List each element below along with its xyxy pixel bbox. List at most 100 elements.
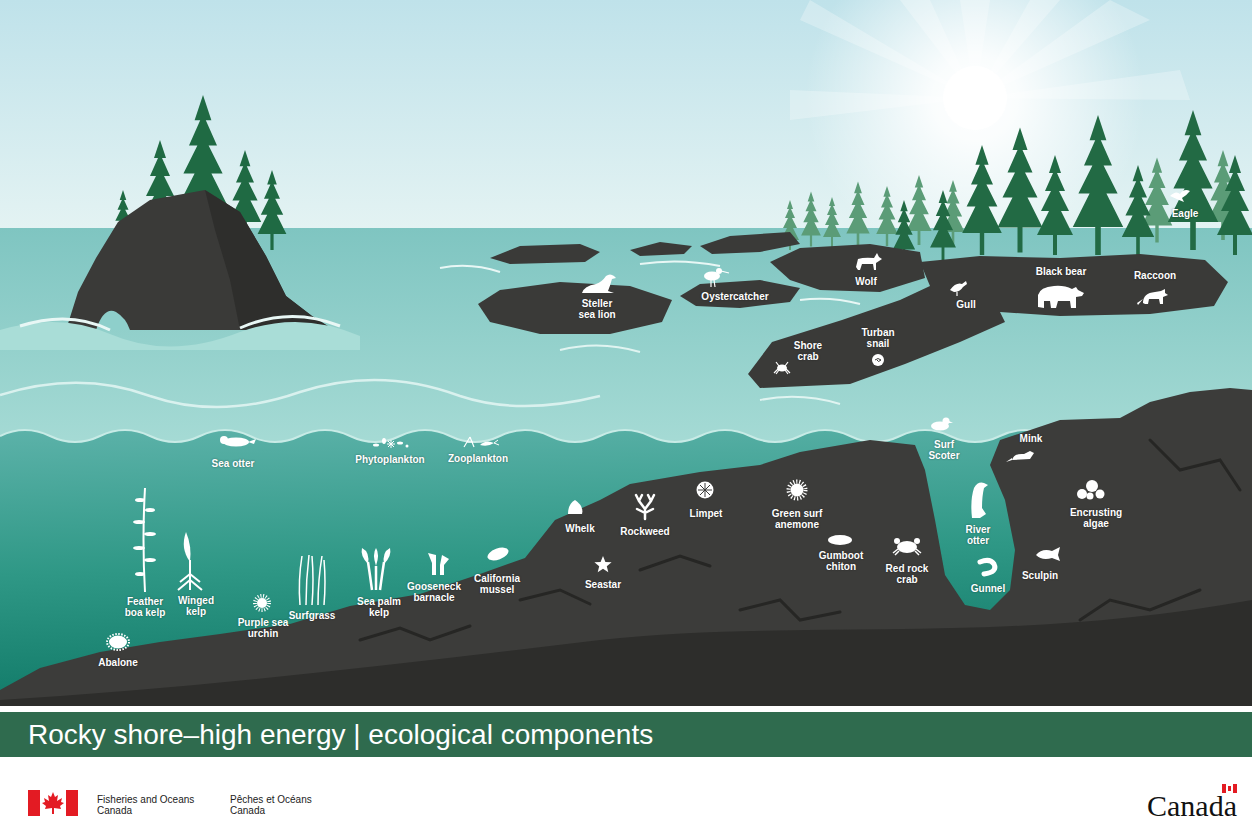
chiton-icon xyxy=(828,535,852,545)
plankton xyxy=(373,444,379,447)
crab-legs xyxy=(893,549,921,555)
species-label: Rockweed xyxy=(620,526,669,537)
snail-shell xyxy=(872,354,884,366)
species-label: Winged kelp xyxy=(173,595,219,617)
far-forest xyxy=(781,150,1239,250)
species-label: Encrusting algae xyxy=(1065,507,1127,529)
tree xyxy=(1122,165,1154,255)
whelk-icon xyxy=(568,500,582,514)
tree xyxy=(1168,110,1218,250)
tree xyxy=(962,145,1002,255)
flag-band xyxy=(28,790,40,816)
sea-stack-shade xyxy=(205,190,334,330)
kelp-blade xyxy=(144,558,156,562)
red-rock-crab-icon xyxy=(893,538,921,555)
plankton xyxy=(382,438,386,444)
mink-icon xyxy=(1006,451,1034,462)
feather-boa-kelp-icon xyxy=(133,488,156,592)
species-label: Eagle xyxy=(1172,208,1199,219)
plankton xyxy=(397,442,403,445)
species-label: California mussel xyxy=(469,573,525,595)
islet xyxy=(490,244,600,264)
gooseneck-barnacle-icon xyxy=(428,553,449,575)
sea-urchin-icon xyxy=(255,596,269,610)
species-label: Gooseneck barnacle xyxy=(403,581,465,603)
tree xyxy=(258,170,287,250)
otter-tail xyxy=(248,439,256,444)
tree xyxy=(876,186,898,246)
wave-line xyxy=(0,380,600,407)
limpet-shell xyxy=(697,482,714,499)
tree xyxy=(1037,155,1073,255)
divider xyxy=(0,706,1252,712)
sea-palm-kelp-icon xyxy=(362,548,391,590)
tree xyxy=(846,182,869,247)
bird-head xyxy=(943,418,950,425)
swell xyxy=(0,322,360,350)
islet xyxy=(700,232,800,254)
species-label: Mink xyxy=(1020,433,1043,444)
otter-head xyxy=(220,436,228,444)
urchin-spines xyxy=(255,596,269,610)
barnacle xyxy=(440,555,449,575)
flag-field xyxy=(28,790,78,816)
bird-legs xyxy=(711,271,729,287)
urchin-body xyxy=(257,598,267,608)
zooplankton xyxy=(480,441,494,445)
bird-legs xyxy=(956,292,957,296)
river-otter-icon xyxy=(971,483,988,518)
tree xyxy=(998,128,1043,253)
plankton xyxy=(406,445,409,448)
kelp-blade xyxy=(135,572,145,576)
shore-crab-icon xyxy=(774,362,790,374)
kelp-blade xyxy=(144,532,156,536)
tree xyxy=(930,190,956,262)
sculpin-icon xyxy=(1036,547,1060,561)
species-label: Abalone xyxy=(98,657,137,668)
crack xyxy=(1150,440,1240,490)
icons xyxy=(107,190,1190,650)
abalone-rim xyxy=(107,634,129,650)
species-label: Surfgrass xyxy=(289,610,336,621)
species-label: Shore crab xyxy=(790,340,826,362)
abalone-shell xyxy=(109,636,127,649)
surface-waves xyxy=(0,261,860,407)
crack xyxy=(360,626,470,640)
winged-kelp-icon xyxy=(178,532,202,590)
turban-snail-icon xyxy=(872,354,884,366)
gull-icon xyxy=(950,281,967,296)
species-label: Gumboot chiton xyxy=(814,550,868,572)
species-label: Turban snail xyxy=(859,327,897,349)
flag-band xyxy=(66,790,78,816)
sea-otter-icon xyxy=(220,436,256,447)
limpet-icon xyxy=(697,482,714,499)
species-label: Purple sea urchin xyxy=(232,617,294,639)
crack xyxy=(640,556,710,570)
shell-ribs xyxy=(698,483,712,497)
species-label: Black bear xyxy=(1036,266,1087,277)
species-label: Surf Scoter xyxy=(924,439,964,461)
islet xyxy=(630,242,692,256)
species-label: Raccoon xyxy=(1134,270,1176,281)
canada-flag xyxy=(28,790,78,816)
species-label: Zooplankton xyxy=(448,453,508,464)
rock-cracks xyxy=(360,440,1240,640)
algae-patch xyxy=(1077,489,1087,499)
phytoplankton-icon xyxy=(373,438,409,448)
crab-claw xyxy=(894,538,900,544)
zooplankton xyxy=(464,437,474,447)
species-label: Phytoplankton xyxy=(355,454,424,465)
kelp-blade xyxy=(145,508,155,512)
poster-title: Rocky shore–high energy | ecological com… xyxy=(28,719,653,751)
species-label: Gull xyxy=(956,299,975,310)
anemone-tentacles xyxy=(789,482,806,499)
species-label: Wolf xyxy=(855,276,876,287)
oystercatcher-icon xyxy=(704,268,729,287)
species-label: Steller sea lion xyxy=(572,298,622,320)
sea-lion-icon xyxy=(582,275,616,294)
kelp-blade xyxy=(133,546,145,550)
plankton xyxy=(387,440,395,448)
bird-body xyxy=(950,281,967,292)
seastar-icon xyxy=(594,556,611,572)
